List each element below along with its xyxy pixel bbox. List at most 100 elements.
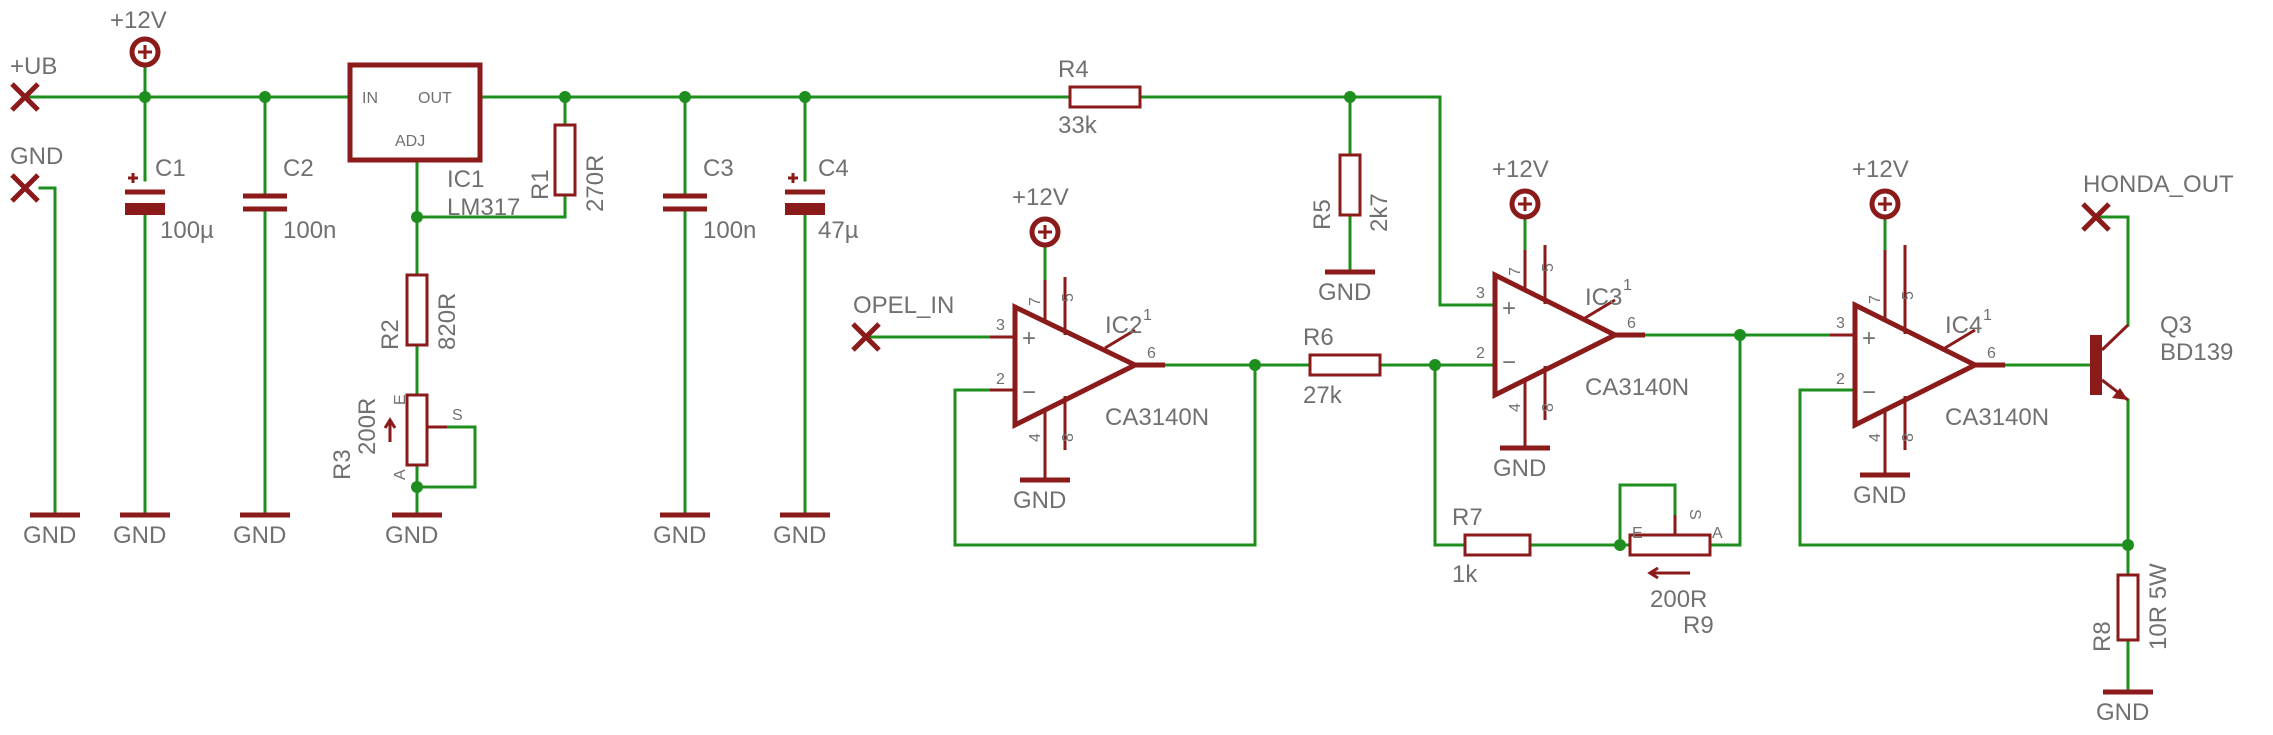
trimpot-r9[interactable]: E A S 200R R9 xyxy=(1628,509,1723,639)
c1-name: C1 xyxy=(155,155,186,182)
ic2-pin3: 3 xyxy=(996,317,1005,334)
r3-pin-a: A xyxy=(392,469,409,480)
c3-name: C3 xyxy=(703,155,734,182)
capacitor-c1[interactable]: C1 100µ xyxy=(125,155,214,244)
r1-value: 270R xyxy=(582,155,609,212)
r4-value: 33k xyxy=(1058,112,1098,139)
capacitor-c3[interactable]: C3 100n xyxy=(663,155,756,244)
ic1-pin-adj: ADJ xyxy=(395,133,425,150)
opel-in-label: OPEL_IN xyxy=(853,292,954,319)
resistor-r4[interactable]: R4 33k xyxy=(1058,56,1142,139)
r9-pin-s: S xyxy=(1686,509,1703,520)
ic2-value: CA3140N xyxy=(1105,404,1209,431)
connector-gnd-in[interactable]: GND xyxy=(10,143,63,203)
ic3-value: CA3140N xyxy=(1585,374,1689,401)
ic3-plus: + xyxy=(1502,295,1516,322)
gnd-label: GND xyxy=(1493,455,1546,482)
resistor-r7[interactable]: R7 1k xyxy=(1452,504,1532,588)
ic2-plus: + xyxy=(1022,325,1036,352)
ic4-pin2: 2 xyxy=(1836,371,1845,388)
r2-name: R2 xyxy=(377,319,404,350)
r3-value: 200R xyxy=(354,398,381,455)
ic4-pin5: 5 xyxy=(1900,291,1917,300)
ic4-pin1: 1 xyxy=(1983,307,1992,324)
trimpot-r3[interactable]: R3 200R E A S xyxy=(329,393,463,480)
r4-name: R4 xyxy=(1058,56,1089,83)
ic2-pin1: 1 xyxy=(1143,307,1152,324)
ic4-pin4: 4 xyxy=(1867,433,1884,442)
vcc-symbol-ic4: +12V xyxy=(1852,156,1909,220)
q3-value: BD139 xyxy=(2160,339,2233,366)
r2-value: 820R xyxy=(434,293,461,350)
transistor-q3[interactable]: Q3 BD139 xyxy=(2090,312,2233,402)
ic2-pin2: 2 xyxy=(996,371,1005,388)
ic3-pin7: 7 xyxy=(1507,267,1524,276)
vcc-label-main: +12V xyxy=(110,7,167,34)
r8-value: 10R 5W xyxy=(2145,563,2172,650)
r5-name: R5 xyxy=(1309,199,1336,230)
opamp-ic3[interactable]: + − 3 2 6 1 7 5 4 8 IC3 CA3140N xyxy=(1476,245,1689,448)
gnd-label: GND xyxy=(23,522,76,549)
ic4-name: IC4 xyxy=(1945,312,1982,339)
ic3-pin2: 2 xyxy=(1476,345,1485,362)
r3-pin-s: S xyxy=(452,407,463,424)
ic2-pin4: 4 xyxy=(1027,433,1044,442)
r6-name: R6 xyxy=(1303,324,1334,351)
opamp-ic2[interactable]: + − 3 2 6 1 7 5 4 8 IC2 CA3140N xyxy=(990,277,1209,480)
ic2-pin8: 8 xyxy=(1060,433,1077,442)
vcc-symbol-main: +12V xyxy=(110,7,167,68)
vcc-label-ic4: +12V xyxy=(1852,156,1909,183)
capacitor-c4[interactable]: C4 47µ xyxy=(785,155,859,244)
gnd-in-label: GND xyxy=(10,143,63,170)
r3-pin-e: E xyxy=(392,394,409,405)
wires xyxy=(26,63,2130,694)
connector-ub[interactable]: +UB xyxy=(10,53,57,112)
c2-value: 100n xyxy=(283,217,336,244)
honda-out-label: HONDA_OUT xyxy=(2083,171,2234,198)
r5-value: 2k7 xyxy=(1366,193,1393,232)
ic4-pin7: 7 xyxy=(1867,295,1884,304)
resistor-r6[interactable]: R6 27k xyxy=(1303,324,1382,409)
gnd-label: GND xyxy=(1318,279,1371,306)
capacitor-c2[interactable]: C2 100n xyxy=(243,155,336,244)
r6-value: 27k xyxy=(1303,382,1343,409)
ic3-minus: − xyxy=(1502,349,1516,376)
ic4-pin6: 6 xyxy=(1987,345,1996,362)
ic2-pin7: 7 xyxy=(1027,297,1044,306)
ic3-pin1: 1 xyxy=(1623,277,1632,294)
gnd-label: GND xyxy=(773,522,826,549)
gnd-label: GND xyxy=(1013,487,1066,514)
r9-pin-e: E xyxy=(1632,525,1643,542)
gnd-label: GND xyxy=(2096,699,2149,726)
regulator-ic1[interactable]: IN OUT ADJ IC1 LM317 xyxy=(347,62,520,221)
r9-value: 200R xyxy=(1650,586,1707,613)
ic4-plus: + xyxy=(1862,325,1876,352)
c4-value: 47µ xyxy=(818,217,859,244)
ic1-value: LM317 xyxy=(447,194,520,221)
r7-name: R7 xyxy=(1452,504,1483,531)
resistor-r1[interactable]: R1 270R xyxy=(527,123,609,212)
r1-name: R1 xyxy=(527,169,554,200)
resistor-r8[interactable]: R8 10R 5W xyxy=(2089,563,2172,652)
ic4-value: CA3140N xyxy=(1945,404,2049,431)
resistor-r5[interactable]: R5 2k7 xyxy=(1309,153,1393,232)
ic2-minus: − xyxy=(1022,379,1036,406)
resistor-r2[interactable]: R2 820R xyxy=(377,273,461,350)
r7-value: 1k xyxy=(1452,561,1478,588)
vcc-symbol-ic3: +12V xyxy=(1492,156,1549,220)
connector-honda-out[interactable]: HONDA_OUT xyxy=(2081,171,2234,232)
r3-name: R3 xyxy=(329,449,356,480)
q3-name: Q3 xyxy=(2160,312,2192,339)
gnd-label: GND xyxy=(233,522,286,549)
ic3-pin3: 3 xyxy=(1476,285,1485,302)
r9-name: R9 xyxy=(1683,612,1714,639)
ic4-minus: − xyxy=(1862,379,1876,406)
vcc-symbol-ic2: +12V xyxy=(1012,184,1069,248)
ic2-name: IC2 xyxy=(1105,312,1142,339)
junction-dots xyxy=(139,91,2134,551)
opamp-ic4[interactable]: + − 3 2 6 1 7 5 4 8 IC4 CA3140N xyxy=(1830,245,2049,475)
ic3-pin5: 5 xyxy=(1540,263,1557,272)
connector-opel-in[interactable]: OPEL_IN xyxy=(851,292,954,352)
c2-name: C2 xyxy=(283,155,314,182)
